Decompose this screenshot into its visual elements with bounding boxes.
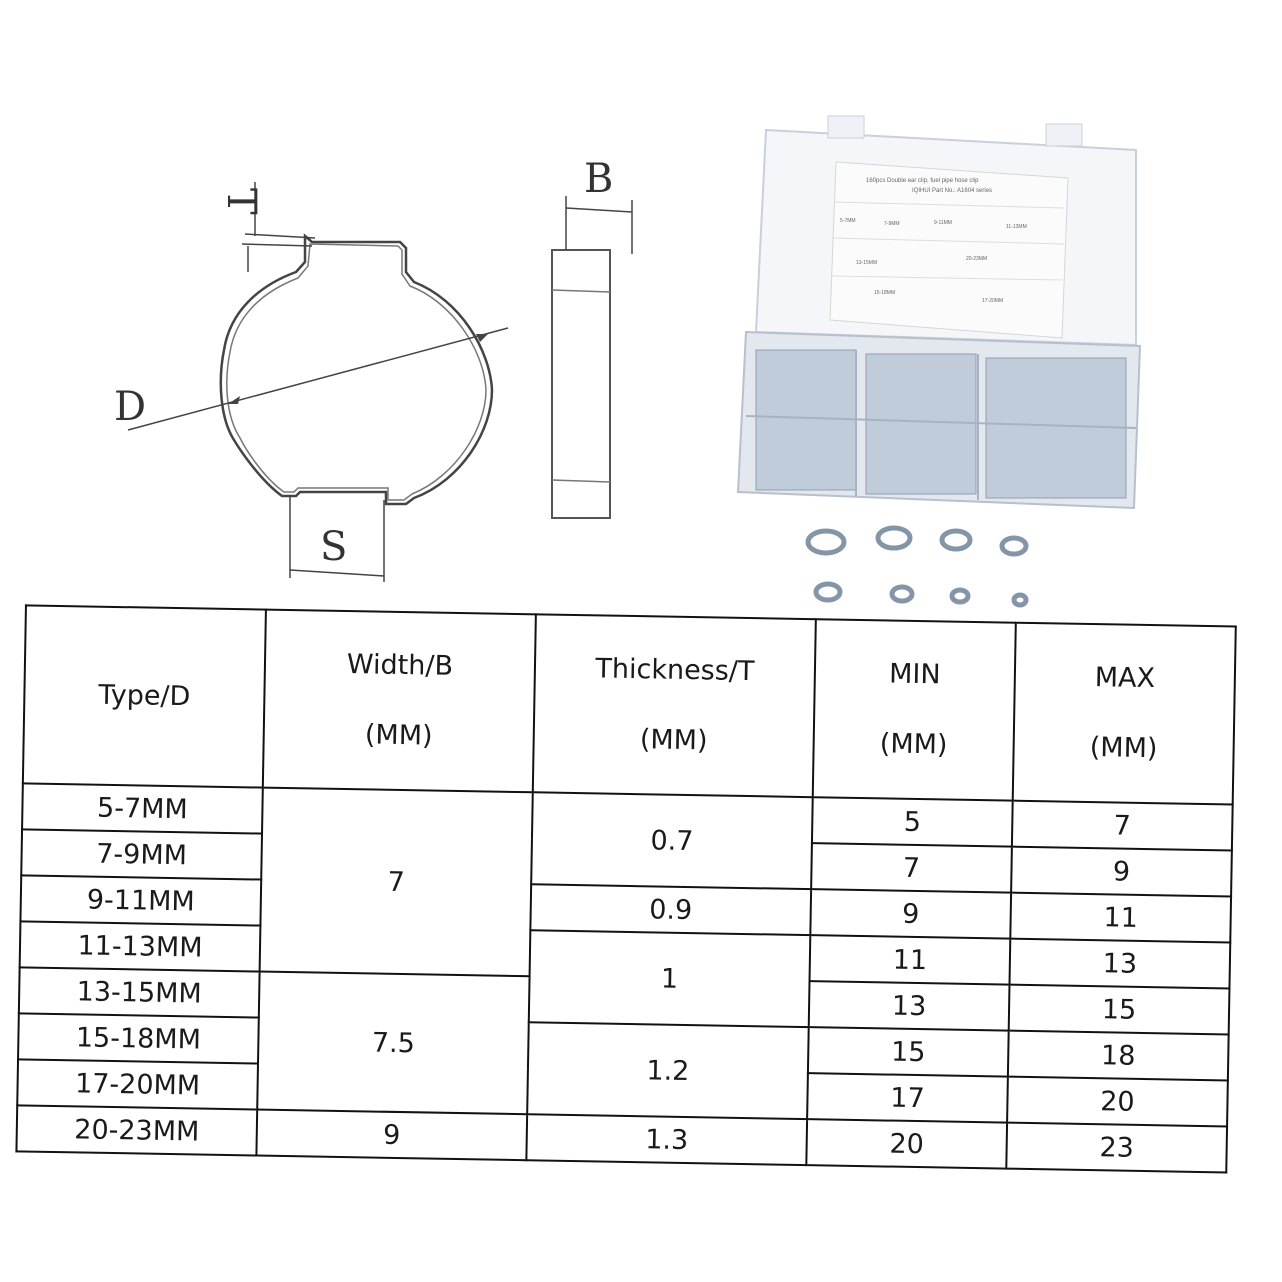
max-cell: 7 — [1011, 800, 1233, 851]
t-ext-line-2 — [241, 243, 313, 247]
min-cell: 15 — [807, 1027, 1009, 1077]
box-compartment-2: 7-9MM — [884, 221, 900, 227]
box-compartment-6: 20-23MM — [966, 256, 987, 262]
b-dim-line — [565, 207, 633, 213]
d-dim-line — [127, 327, 509, 431]
b-label: B — [584, 156, 613, 202]
width-cell: 7.5 — [257, 971, 530, 1115]
type-cell: 5-7MM — [22, 783, 263, 834]
clip-dimension-diagram: T D S B — [114, 156, 633, 582]
t-label: T — [218, 188, 264, 215]
t-ext-line-1 — [244, 233, 316, 239]
min-cell: 9 — [810, 889, 1012, 939]
spec-table: Type/D Width/B(MM) Thickness/T(MM) MIN(M… — [15, 604, 1236, 1173]
header-type: Type/D — [22, 605, 266, 788]
max-cell: 9 — [1011, 846, 1232, 897]
box-compartment-3: 9-11MM — [934, 220, 952, 226]
min-cell: 13 — [808, 981, 1010, 1031]
min-cell: 5 — [811, 797, 1013, 847]
type-cell: 11-13MM — [19, 921, 261, 972]
band-line-bottom — [551, 479, 611, 483]
band-line-top — [551, 289, 611, 293]
min-cell: 7 — [811, 843, 1012, 893]
s-label: S — [320, 524, 347, 570]
min-cell: 20 — [806, 1119, 1008, 1169]
min-cell: 17 — [807, 1073, 1008, 1123]
thickness-cell: 0.9 — [530, 884, 812, 936]
header-min: MIN(MM) — [812, 619, 1016, 801]
max-cell: 23 — [1006, 1122, 1228, 1173]
max-cell: 20 — [1007, 1076, 1228, 1127]
header-width: Width/B(MM) — [262, 609, 536, 793]
box-compartment-7: 15-18MM — [874, 290, 895, 296]
box-compartment-4: 11-13MM — [1006, 224, 1027, 230]
thickness-cell: 0.7 — [531, 792, 813, 890]
tray-clips — [755, 349, 1127, 499]
max-cell: 15 — [1008, 984, 1230, 1035]
header-thickness: Thickness/T(MM) — [532, 614, 816, 798]
lid-latch-left — [827, 115, 865, 139]
max-cell: 18 — [1007, 1030, 1229, 1081]
d-arrow-right — [476, 334, 488, 342]
thickness-cell: 1 — [528, 930, 811, 1028]
clip-outline-inner — [226, 243, 487, 501]
spec-table-wrap: Type/D Width/B(MM) Thickness/T(MM) MIN(M… — [15, 604, 1245, 1185]
box-label-line-2: IQIHUI Part No.: A1604 series — [912, 188, 992, 194]
width-cell: 9 — [256, 1109, 528, 1161]
d-label: D — [114, 384, 146, 430]
type-cell: 7-9MM — [21, 829, 263, 880]
header-max: MAX(MM) — [1012, 622, 1236, 805]
box-compartment-5: 13-15MM — [856, 260, 877, 266]
type-cell: 13-15MM — [18, 967, 260, 1018]
product-assortment-box: 160pcs Double ear clip, fuel pipe hose c… — [736, 115, 1142, 608]
type-cell: 9-11MM — [20, 875, 262, 926]
d-arrow-left — [228, 396, 240, 404]
thickness-cell: 1.3 — [526, 1114, 808, 1166]
band-side-view — [551, 249, 611, 519]
type-cell: 20-23MM — [16, 1105, 258, 1156]
max-cell: 11 — [1010, 892, 1232, 943]
width-cell: 7 — [259, 787, 533, 977]
type-cell: 17-20MM — [17, 1059, 259, 1110]
box-label-line-1: 160pcs Double ear clip, fuel pipe hose c… — [866, 178, 979, 184]
box-compartment-1: 5-7MM — [840, 218, 856, 224]
s-dim-line — [289, 569, 385, 577]
type-cell: 15-18MM — [18, 1013, 259, 1064]
box-label-card: 160pcs Double ear clip, fuel pipe hose c… — [829, 161, 1069, 339]
max-cell: 13 — [1009, 938, 1231, 989]
loose-clips — [805, 525, 1029, 608]
thickness-cell: 1.2 — [527, 1022, 809, 1120]
min-cell: 11 — [809, 935, 1011, 985]
box-compartment-8: 17-20MM — [982, 298, 1003, 304]
clip-outline-outer — [219, 233, 494, 506]
tray-divider-3 — [745, 415, 1137, 429]
lid-latch-right — [1045, 123, 1083, 147]
header-row: Type/D Width/B(MM) Thickness/T(MM) MIN(M… — [22, 605, 1236, 805]
